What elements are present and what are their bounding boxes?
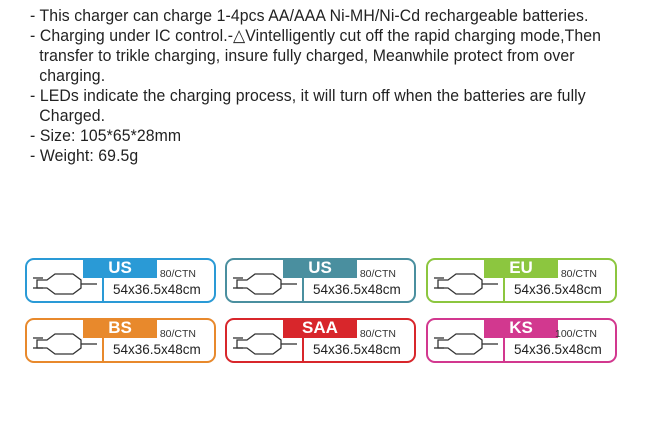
divider [102,260,104,301]
spec-item: - Charging under IC control.-△Vintellige… [30,26,602,85]
us-wall-plug-icon [33,273,97,295]
plug-card-ks: KS 100/CTN 54x36.5x48cm [426,318,617,363]
spec-item: - LEDs indicate the charging process, it… [30,86,586,125]
carton-size: 54x36.5x48cm [514,282,602,297]
carton-quantity: 80/CTN [159,328,196,340]
divider [302,260,304,301]
eu-plug-icon [434,273,498,295]
saa-plug-icon [233,333,297,355]
plug-type-label: BS [83,318,157,338]
divider [503,320,505,361]
plug-type-label: SAA [283,318,357,338]
plug-card-us: US 80/CTN 54x36.5x48cm [225,258,416,303]
plug-card-us: US 80/CTN 54x36.5x48cm [25,258,216,303]
carton-size: 54x36.5x48cm [113,342,201,357]
divider [503,260,505,301]
carton-size: 54x36.5x48cm [514,342,602,357]
plug-card-saa: SAA 80/CTN 54x36.5x48cm [225,318,416,363]
spec-item: - Size: 105*65*28mm [30,126,182,145]
ks-plug-icon [434,333,498,355]
carton-quantity: 80/CTN [159,268,196,280]
spec-item: - Weight: 69.5g [30,146,139,165]
carton-quantity: 80/CTN [560,268,597,280]
plug-card-eu: EU 80/CTN 54x36.5x48cm [426,258,617,303]
us-cord-plug-icon [233,273,297,295]
carton-size: 54x36.5x48cm [313,342,401,357]
carton-quantity: 80/CTN [359,328,396,340]
plug-type-label: KS [484,318,558,338]
carton-quantity: 80/CTN [359,268,396,280]
divider [102,320,104,361]
plug-card-bs: BS 80/CTN 54x36.5x48cm [25,318,216,363]
carton-size: 54x36.5x48cm [113,282,201,297]
plug-type-label: US [283,258,357,278]
carton-size: 54x36.5x48cm [313,282,401,297]
bs-plug-icon [33,333,97,355]
divider [302,320,304,361]
plug-type-label: US [83,258,157,278]
plug-type-label: EU [484,258,558,278]
carton-quantity: 100/CTN [554,328,597,340]
specification-list: - This charger can charge 1-4pcs AA/AAA … [30,6,607,166]
spec-item: - This charger can charge 1-4pcs AA/AAA … [30,6,589,25]
